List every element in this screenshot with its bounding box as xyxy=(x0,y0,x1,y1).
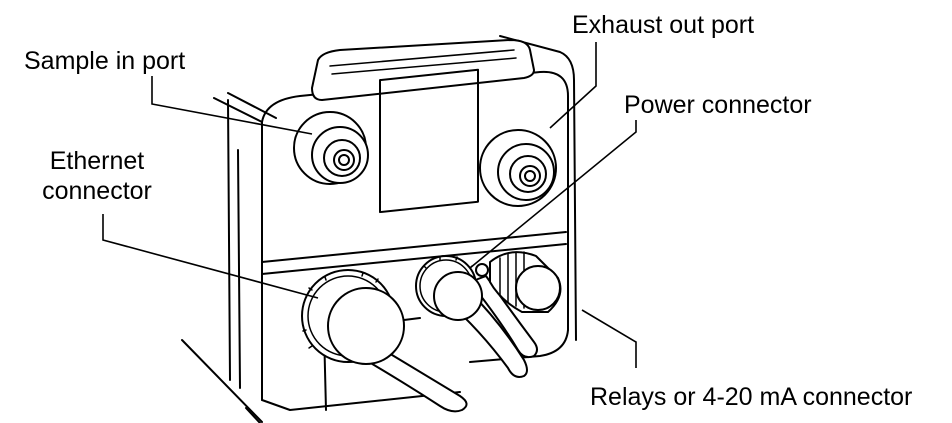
leader-exhaust-out xyxy=(549,42,597,129)
leader-lines xyxy=(102,42,637,368)
relays-connector xyxy=(475,251,562,313)
carry-handle xyxy=(311,39,535,101)
sample-in-port-label: Sample in port xyxy=(24,47,186,75)
relays-connector-label: Relays or 4-20 mA connector xyxy=(590,383,913,411)
display-window xyxy=(379,68,479,214)
sample-in-port-fitting xyxy=(293,111,369,185)
ethernet-connector-label: Ethernet connector xyxy=(32,146,162,206)
housing-side-panel xyxy=(181,92,277,423)
exhaust-out-port-label: Exhaust out port xyxy=(572,11,755,39)
power-connector-label: Power connector xyxy=(624,91,812,119)
leader-power xyxy=(469,120,637,269)
exhaust-out-port-fitting xyxy=(479,129,557,207)
ethernet-connector xyxy=(301,269,468,413)
ethernet-connector-label-line1: Ethernet xyxy=(49,147,145,175)
ethernet-connector-label-line2: connector xyxy=(42,177,152,205)
leader-ethernet xyxy=(102,214,319,299)
leader-sample-in xyxy=(151,76,313,135)
power-connector xyxy=(415,255,538,378)
leader-relays xyxy=(581,309,637,368)
